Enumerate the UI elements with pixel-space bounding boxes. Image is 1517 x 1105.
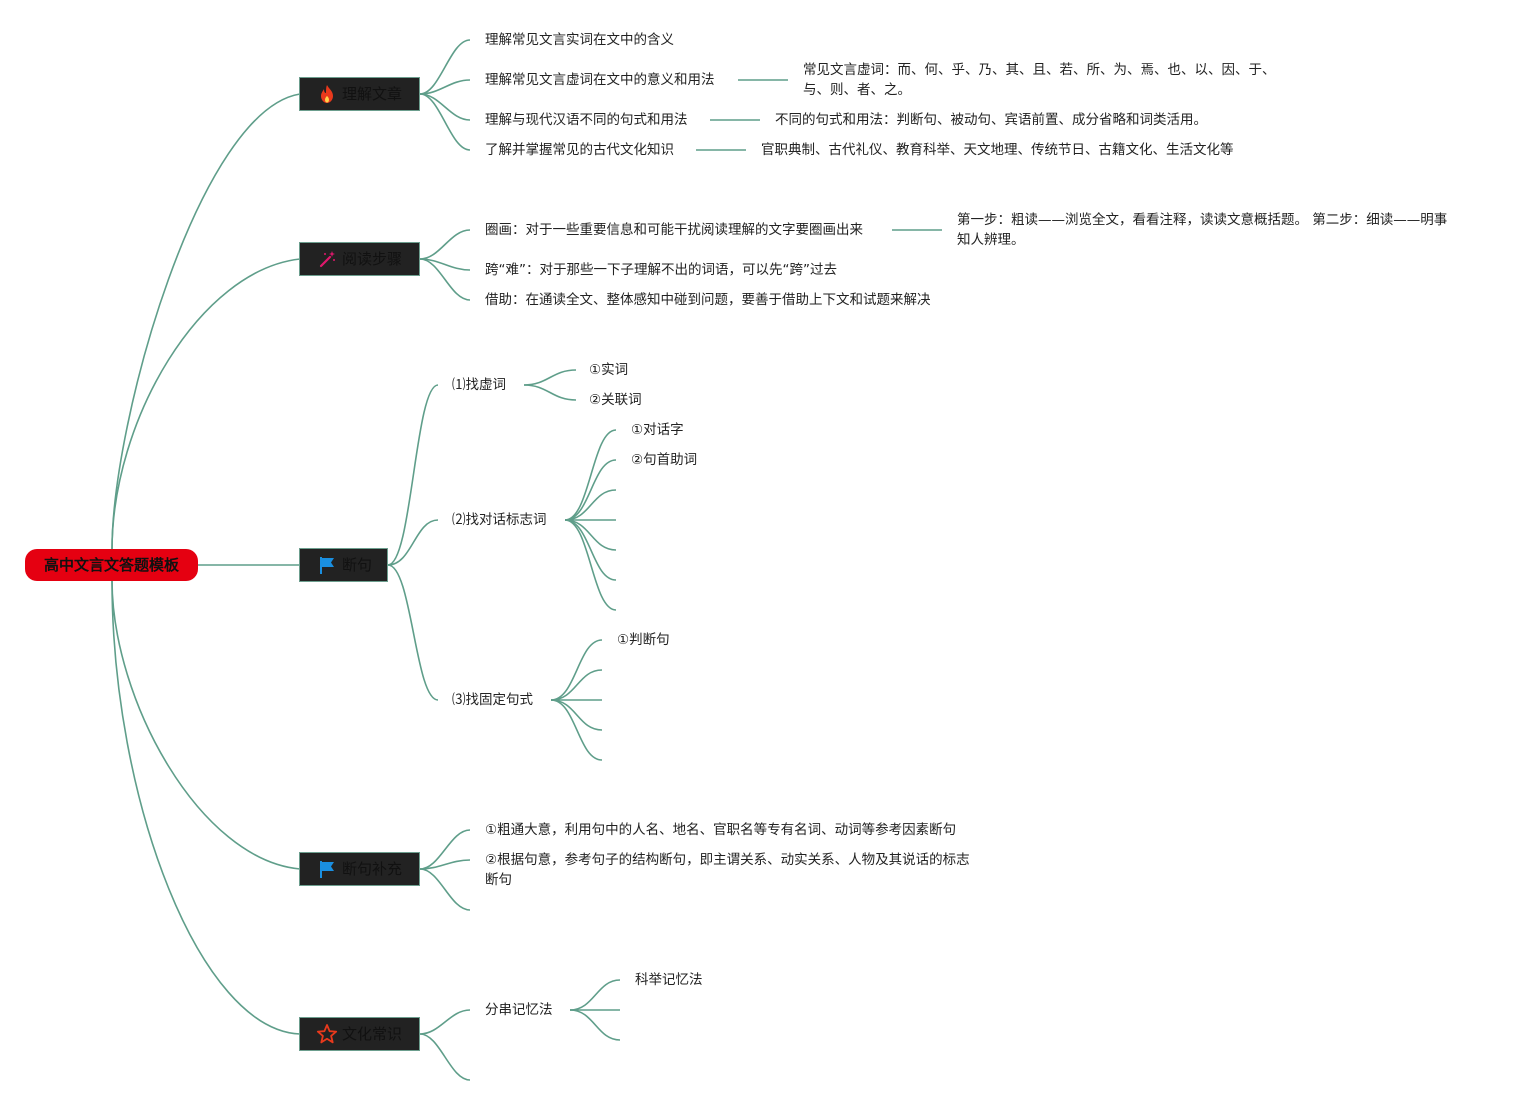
branch-punctuation-supplement[interactable]: 断句补充: [299, 852, 420, 886]
b2-item-1[interactable]: 圈画：对于一些重要信息和可能干扰阅读理解的文字要圈画出来: [485, 222, 863, 238]
b2-item-3[interactable]: 借助：在通读全文、整体感知中碰到问题，要善于借助上下文和试题来解决: [485, 292, 931, 308]
b2-detail-steps[interactable]: 第一步：粗读——浏览全文，看看注释，读读文意概括题。 第二步：细读——明事知人辨…: [957, 212, 1448, 248]
root-topic[interactable]: 高中文言文答题模板: [25, 549, 198, 581]
fire-icon: [314, 84, 340, 104]
b1-item-3[interactable]: 理解与现代汉语不同的句式和用法: [485, 112, 688, 128]
b1-item-1[interactable]: 理解常见文言实词在文中的含义: [485, 32, 674, 48]
b1-detail-xuci[interactable]: 常见文言虚词：而、何、乎、乃、其、且、若、所、为、焉、也、以、因、于、与、则、者…: [803, 62, 1276, 98]
branch-label: 阅读步骤: [342, 250, 403, 268]
b2-item-2[interactable]: 跨“难”：对于那些一下子理解不出的词语，可以先“跨”过去: [485, 262, 837, 278]
branch-culture-knowledge[interactable]: 文化常识: [299, 1017, 420, 1051]
b3-s1-item-2[interactable]: ②关联词: [589, 392, 642, 408]
b3-sub-fixed[interactable]: ⑶找固定句式: [452, 692, 533, 708]
b1-item-4[interactable]: 了解并掌握常见的古代文化知识: [485, 142, 674, 158]
branch-label: 断句补充: [342, 860, 403, 878]
b1-detail-jushi[interactable]: 不同的句式和用法：判断句、被动句、宾语前置、成分省略和词类活用。: [775, 112, 1207, 128]
b4-item-1[interactable]: ①粗通大意，利用句中的人名、地名、官职名等专有名词、动词等参考因素断句: [485, 822, 957, 838]
star-icon: [314, 1023, 340, 1045]
b3-s1-item-1[interactable]: ①实词: [589, 362, 629, 378]
branch-label: 理解文章: [342, 85, 403, 103]
flag-icon: [314, 859, 340, 879]
b1-item-2[interactable]: 理解常见文言虚词在文中的意义和用法: [485, 72, 715, 88]
b5-item-1[interactable]: 科举记忆法: [635, 972, 703, 988]
magic-wand-icon: [314, 249, 340, 269]
b3-s2-item-2[interactable]: ②句首助词: [631, 452, 698, 468]
b3-s3-item-1[interactable]: ①判断句: [617, 632, 670, 648]
branch-understand-article[interactable]: 理解文章: [299, 77, 420, 111]
b3-sub-xuci[interactable]: ⑴找虚词: [452, 377, 506, 393]
branch-label: 文化常识: [342, 1025, 403, 1043]
b3-sub-dialogue[interactable]: ⑵找对话标志词: [452, 512, 547, 528]
b5-sub-memory[interactable]: 分串记忆法: [485, 1002, 553, 1018]
flag-icon: [314, 555, 340, 575]
b4-item-2[interactable]: ②根据句意，参考句子的结构断句，即主谓关系、动实关系、人物及其说话的标志断句: [485, 852, 970, 888]
b1-detail-culture[interactable]: 官职典制、古代礼仪、教育科举、天文地理、传统节日、古籍文化、生活文化等: [761, 142, 1234, 158]
branch-reading-steps[interactable]: 阅读步骤: [299, 242, 420, 276]
branch-punctuation[interactable]: 断句: [299, 548, 388, 582]
branch-label: 断句: [342, 556, 373, 574]
b3-s2-item-1[interactable]: ①对话字: [631, 422, 684, 438]
